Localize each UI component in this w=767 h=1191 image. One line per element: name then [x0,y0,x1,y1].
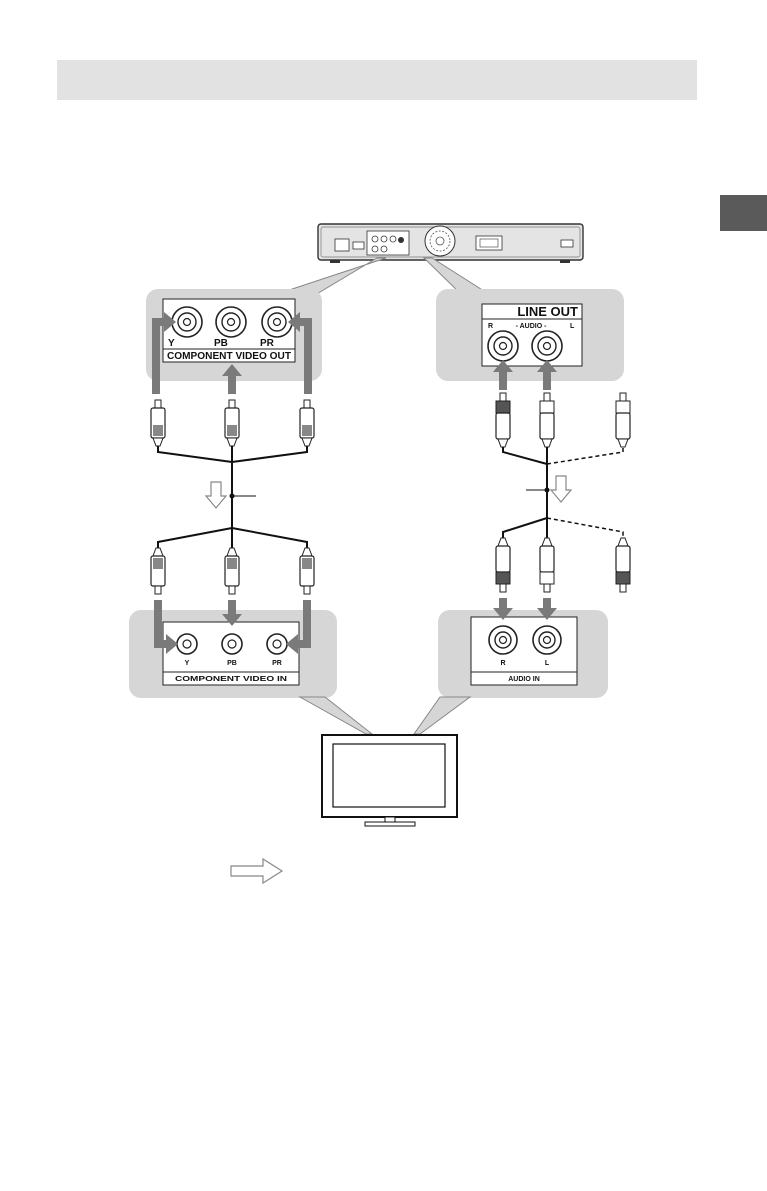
audio-in-r-label: R [500,660,505,667]
jack-audio-in-r [489,626,517,654]
plug-upper-y [151,400,165,446]
power-inlet [561,240,573,247]
audio-plug-lower-extra [616,538,630,592]
component-video-in-label: COMPONENT VIDEO IN [175,676,287,683]
jack-pr-out-label: PR [260,338,275,349]
cooling-fan [425,226,455,256]
line-out-panel: LINE OUT R - AUDIO - L [436,289,624,381]
optical-port [335,239,349,251]
jack-y-in-label: Y [185,660,190,667]
audio-in-label: AUDIO IN [508,676,540,683]
tv-unit [322,735,457,826]
audio-label: - AUDIO - [516,323,548,330]
jack-pb-out-label: PB [214,338,228,349]
plug-lower-pb [225,548,239,594]
component-video-cable [151,400,314,594]
plug-lower-y [151,548,165,594]
player-unit [318,224,583,263]
audio-plug-lower-r [496,538,510,592]
line-out-label: LINE OUT [517,304,578,319]
audio-in-panel: R L AUDIO IN [438,610,608,698]
audio-in-l-label: L [545,660,550,667]
audio-plug-upper-r [496,393,510,447]
jack-pb-out [216,307,246,337]
jack-y-out [172,307,202,337]
jack-audio-out-r [488,331,518,361]
signal-flow-arrow-video [206,482,226,508]
signal-flow-arrow-audio [551,476,571,502]
jack-pr-in [267,634,287,654]
jack-pb-in-label: PB [227,660,237,667]
jack-y-in [177,634,197,654]
signal-flow-legend-arrow [231,859,282,883]
audio-out-l-label: L [570,323,575,330]
plug-upper-pr [300,400,314,446]
jack-audio-in-l [533,626,561,654]
jack-pr-out [262,307,292,337]
jack-pr-in-label: PR [272,660,282,667]
audio-cable [496,393,630,592]
component-video-out-label: COMPONENT VIDEO OUT [167,351,291,362]
jack-pb-in [222,634,242,654]
plug-upper-pb [225,400,239,446]
audio-plug-upper-l [540,393,554,447]
audio-plug-upper-extra [616,393,630,447]
audio-plug-lower-l [540,538,554,592]
plug-lower-pr [300,548,314,594]
jack-audio-out-l [532,331,562,361]
audio-out-r-label: R [488,323,493,330]
jack-y-out-label: Y [168,338,175,349]
usb-port [353,242,364,249]
